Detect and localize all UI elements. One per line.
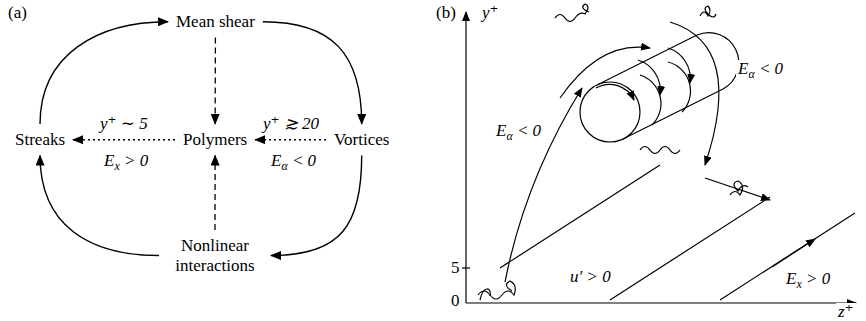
concept-node: Streaks	[11, 128, 69, 152]
vortex-back	[640, 75, 661, 125]
y-axis	[465, 12, 466, 303]
node-text: Streaks	[15, 130, 65, 150]
edge-label: y⁺ ∼ 5	[98, 115, 150, 134]
concept-node: Polymers	[179, 128, 251, 152]
rotation-arrow	[638, 60, 660, 95]
transport-arrow	[505, 88, 582, 282]
connector-arrow	[214, 38, 216, 124]
streak-line	[500, 165, 660, 268]
streak-arrow	[772, 239, 815, 267]
polymer-chain	[555, 4, 589, 22]
vortex-side	[623, 89, 723, 139]
polymer-chain	[700, 6, 716, 17]
concept-node: Vortices	[330, 128, 393, 152]
annotation-label: Ex > 0	[102, 152, 150, 173]
concept-node: Mean shear	[172, 10, 259, 34]
connector-arrow	[73, 139, 175, 140]
vortex-back	[668, 62, 691, 112]
connector-arrow	[214, 156, 215, 230]
annotation-label: 0	[449, 292, 462, 311]
tick	[462, 267, 470, 268]
annotation-label: 5	[449, 259, 462, 278]
annotation-label: y⁺	[480, 4, 501, 23]
polymer-chain	[480, 289, 490, 300]
node-text: Polymers	[183, 130, 247, 150]
transport-arrow	[670, 22, 719, 165]
polymer-chain	[730, 181, 748, 195]
node-text: Mean shear	[176, 12, 255, 32]
rotation-arrow	[668, 48, 690, 83]
connector-arrow	[255, 139, 326, 140]
polymer-chain	[640, 147, 680, 154]
connector-arrow	[263, 22, 362, 124]
connector-arrow	[40, 22, 168, 124]
annotation-label: Ex > 0	[784, 270, 832, 291]
annotation-label: (a)	[6, 4, 29, 23]
vortex-front	[580, 82, 640, 142]
annotation-label: Eα < 0	[494, 122, 543, 143]
concept-node: Nonlinear interactions	[163, 234, 267, 277]
transport-arrow	[705, 178, 770, 200]
annotation-label: (b)	[434, 4, 458, 23]
transport-arrow	[560, 47, 650, 98]
rotation-arrow	[596, 84, 634, 100]
z-axis	[466, 302, 856, 303]
annotation-label: Eα < 0	[269, 152, 318, 173]
annotation-label: u′ > 0	[568, 268, 613, 287]
annotation-label: Eα < 0	[736, 60, 785, 81]
node-text: Vortices	[334, 130, 389, 150]
vortex-side	[597, 35, 697, 85]
annotation-label: z⁺	[836, 303, 856, 321]
streak-line	[720, 213, 855, 300]
polymer-chain	[478, 281, 515, 299]
node-text: Nonlinear interactions	[167, 236, 263, 275]
streak-line	[610, 197, 770, 300]
edge-label: y⁺ ≳ 20	[261, 115, 321, 134]
